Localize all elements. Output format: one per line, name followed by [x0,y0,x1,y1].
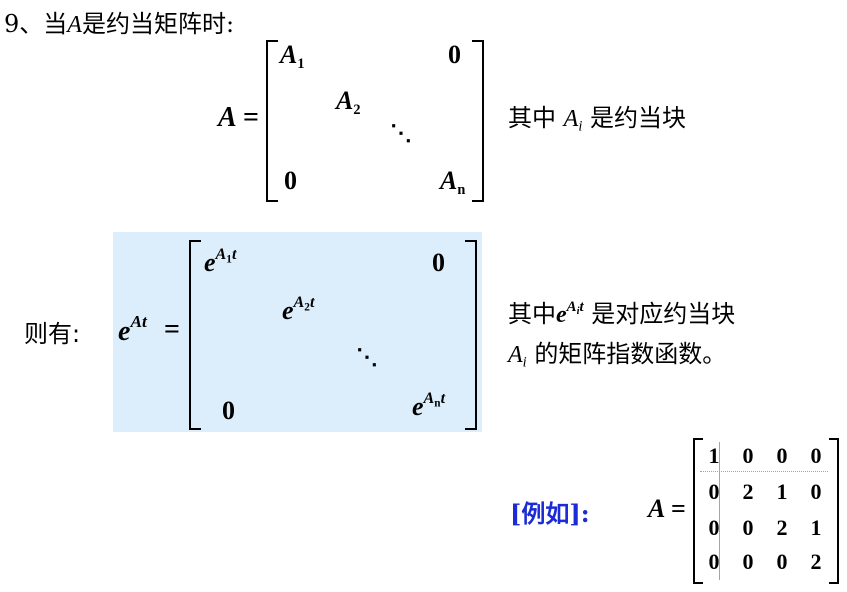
eq1-block-1: A1 [280,40,305,72]
eq1-zero-bottom-left: 0 [284,166,297,195]
eq1-block-n: An [440,166,466,198]
heading-var: A [67,12,82,38]
example-cell: 0 [742,549,754,574]
eq1-diagonal-dots: ⋱ [390,120,414,145]
example-lhs: A [648,494,666,523]
example-cell: 0 [742,515,754,540]
eq1-right-bracket [472,40,484,202]
eq1-block-2: A2 [336,86,361,118]
eq1-lhs: A [218,102,237,133]
eq2-right-bracket [465,240,477,430]
example-cell: 0 [776,549,788,574]
example-cell: 0 [708,549,720,574]
heading-post: 是约当矩阵时: [81,10,235,38]
example-cell: 0 [708,479,720,504]
eq1-note: 其中 Ai 是约当块 [508,104,686,135]
eq2-block-n: eAnt [412,390,446,422]
eq1-zero-top-right: 0 [448,40,461,69]
example-cell: 0 [708,515,720,540]
heading-pre: 当 [43,10,68,38]
eq2-note-line2: Ai 的矩阵指数函数。 [508,340,727,371]
example-cell: 2 [742,479,754,504]
heading-number: 9、 [4,10,44,38]
eq2-left-bracket [189,240,201,430]
eq2-label: 则有: [24,320,81,348]
eq2-zero-top-right: 0 [432,248,445,277]
example-cell: 0 [810,479,822,504]
example-matrix-grid: 1 0 0 0 0 2 1 0 0 0 2 1 0 0 0 2 [697,438,833,580]
eq2-note-line1: 其中eAit 是对应约当块 [508,298,736,328]
example-cell: 0 [810,443,822,468]
eq2-equals: = [164,314,180,345]
example-cell: 2 [776,515,788,540]
eq2-diagonal-dots: ⋱ [356,344,380,369]
eq2-highlight-box [113,232,482,432]
example-equals: = [671,494,686,523]
example-cell: 1 [708,443,720,468]
eq2-block-2: eA2t [282,294,315,326]
example-right-bracket [829,438,839,584]
section-heading: 9、当A是约当矩阵时: [4,4,234,39]
example-cell: 1 [810,515,822,540]
eq1-left-bracket [266,40,278,202]
example-cell: 0 [742,443,754,468]
eq1-equals: = [243,102,259,133]
example-cell: 2 [810,549,822,574]
example-cell: 1 [776,479,788,504]
eq2-block-1: eA1t [204,246,237,278]
example-left-bracket [693,438,703,584]
example-block-divider-horizontal [700,471,828,472]
example-label: [例如]: [510,499,590,528]
example-block-divider-vertical [719,442,720,580]
eq2-zero-bottom-left: 0 [222,396,235,425]
eq2-lhs: eAt [118,312,147,348]
example-cell: 0 [776,443,788,468]
